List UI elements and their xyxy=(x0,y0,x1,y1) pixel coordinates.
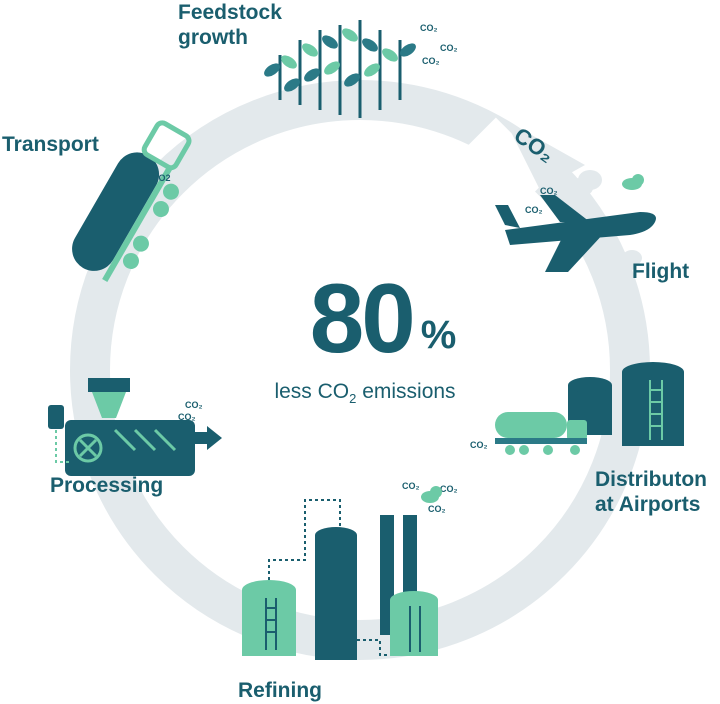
co2-tag: CO₂ xyxy=(185,400,203,410)
truck-icon xyxy=(72,120,192,282)
storage-tanks-icon xyxy=(568,362,684,446)
co2-tag: CO₂ xyxy=(440,43,458,53)
tanker-truck-icon xyxy=(495,412,587,455)
processing-machine-icon xyxy=(48,378,222,476)
subtitle-pre: less CO xyxy=(274,380,350,403)
airplane-icon xyxy=(495,195,656,272)
center-subtitle: less CO2 emissions xyxy=(240,380,490,406)
distribution-label-line2: at Airports xyxy=(595,493,701,516)
feedstock-label-line1: Feedstock xyxy=(178,1,282,24)
co2-tag: CO₂ xyxy=(178,412,196,422)
co2-tag: CO₂ xyxy=(428,504,446,514)
center-percentage: 80% xyxy=(268,268,498,368)
plants-icon xyxy=(264,20,416,118)
co2-tag: CO₂ xyxy=(525,205,543,215)
co2-tag: CO₂ xyxy=(402,481,420,491)
transport-label: Transport xyxy=(2,133,99,156)
percentage-unit: % xyxy=(420,313,457,357)
distribution-label: Distributon at Airports xyxy=(595,467,707,517)
cloud-icon xyxy=(557,170,644,273)
feedstock-label: Feedstock growth xyxy=(178,0,282,50)
subtitle-sub: 2 xyxy=(349,391,357,407)
co2-tag: CO₂ xyxy=(420,23,438,33)
feedstock-label-line2: growth xyxy=(178,26,248,49)
processing-label: Processing xyxy=(50,474,164,497)
ring-arrow-head xyxy=(505,120,585,190)
co2-tag: CO₂ xyxy=(540,186,558,196)
co2-tag: CO₂ xyxy=(470,440,488,450)
flight-label: Flight xyxy=(632,260,690,283)
transport-co2: CO2 xyxy=(152,173,171,183)
co2-tag: CO₂ xyxy=(440,484,458,494)
refinery-icon xyxy=(242,499,438,660)
percentage-value: 80 xyxy=(309,263,416,373)
refining-label: Refining xyxy=(238,679,322,702)
co2-tag: CO₂ xyxy=(422,56,440,66)
distribution-label-line1: Distributon xyxy=(595,468,707,491)
subtitle-post: emissions xyxy=(356,380,456,403)
cloud-icon xyxy=(421,486,442,503)
